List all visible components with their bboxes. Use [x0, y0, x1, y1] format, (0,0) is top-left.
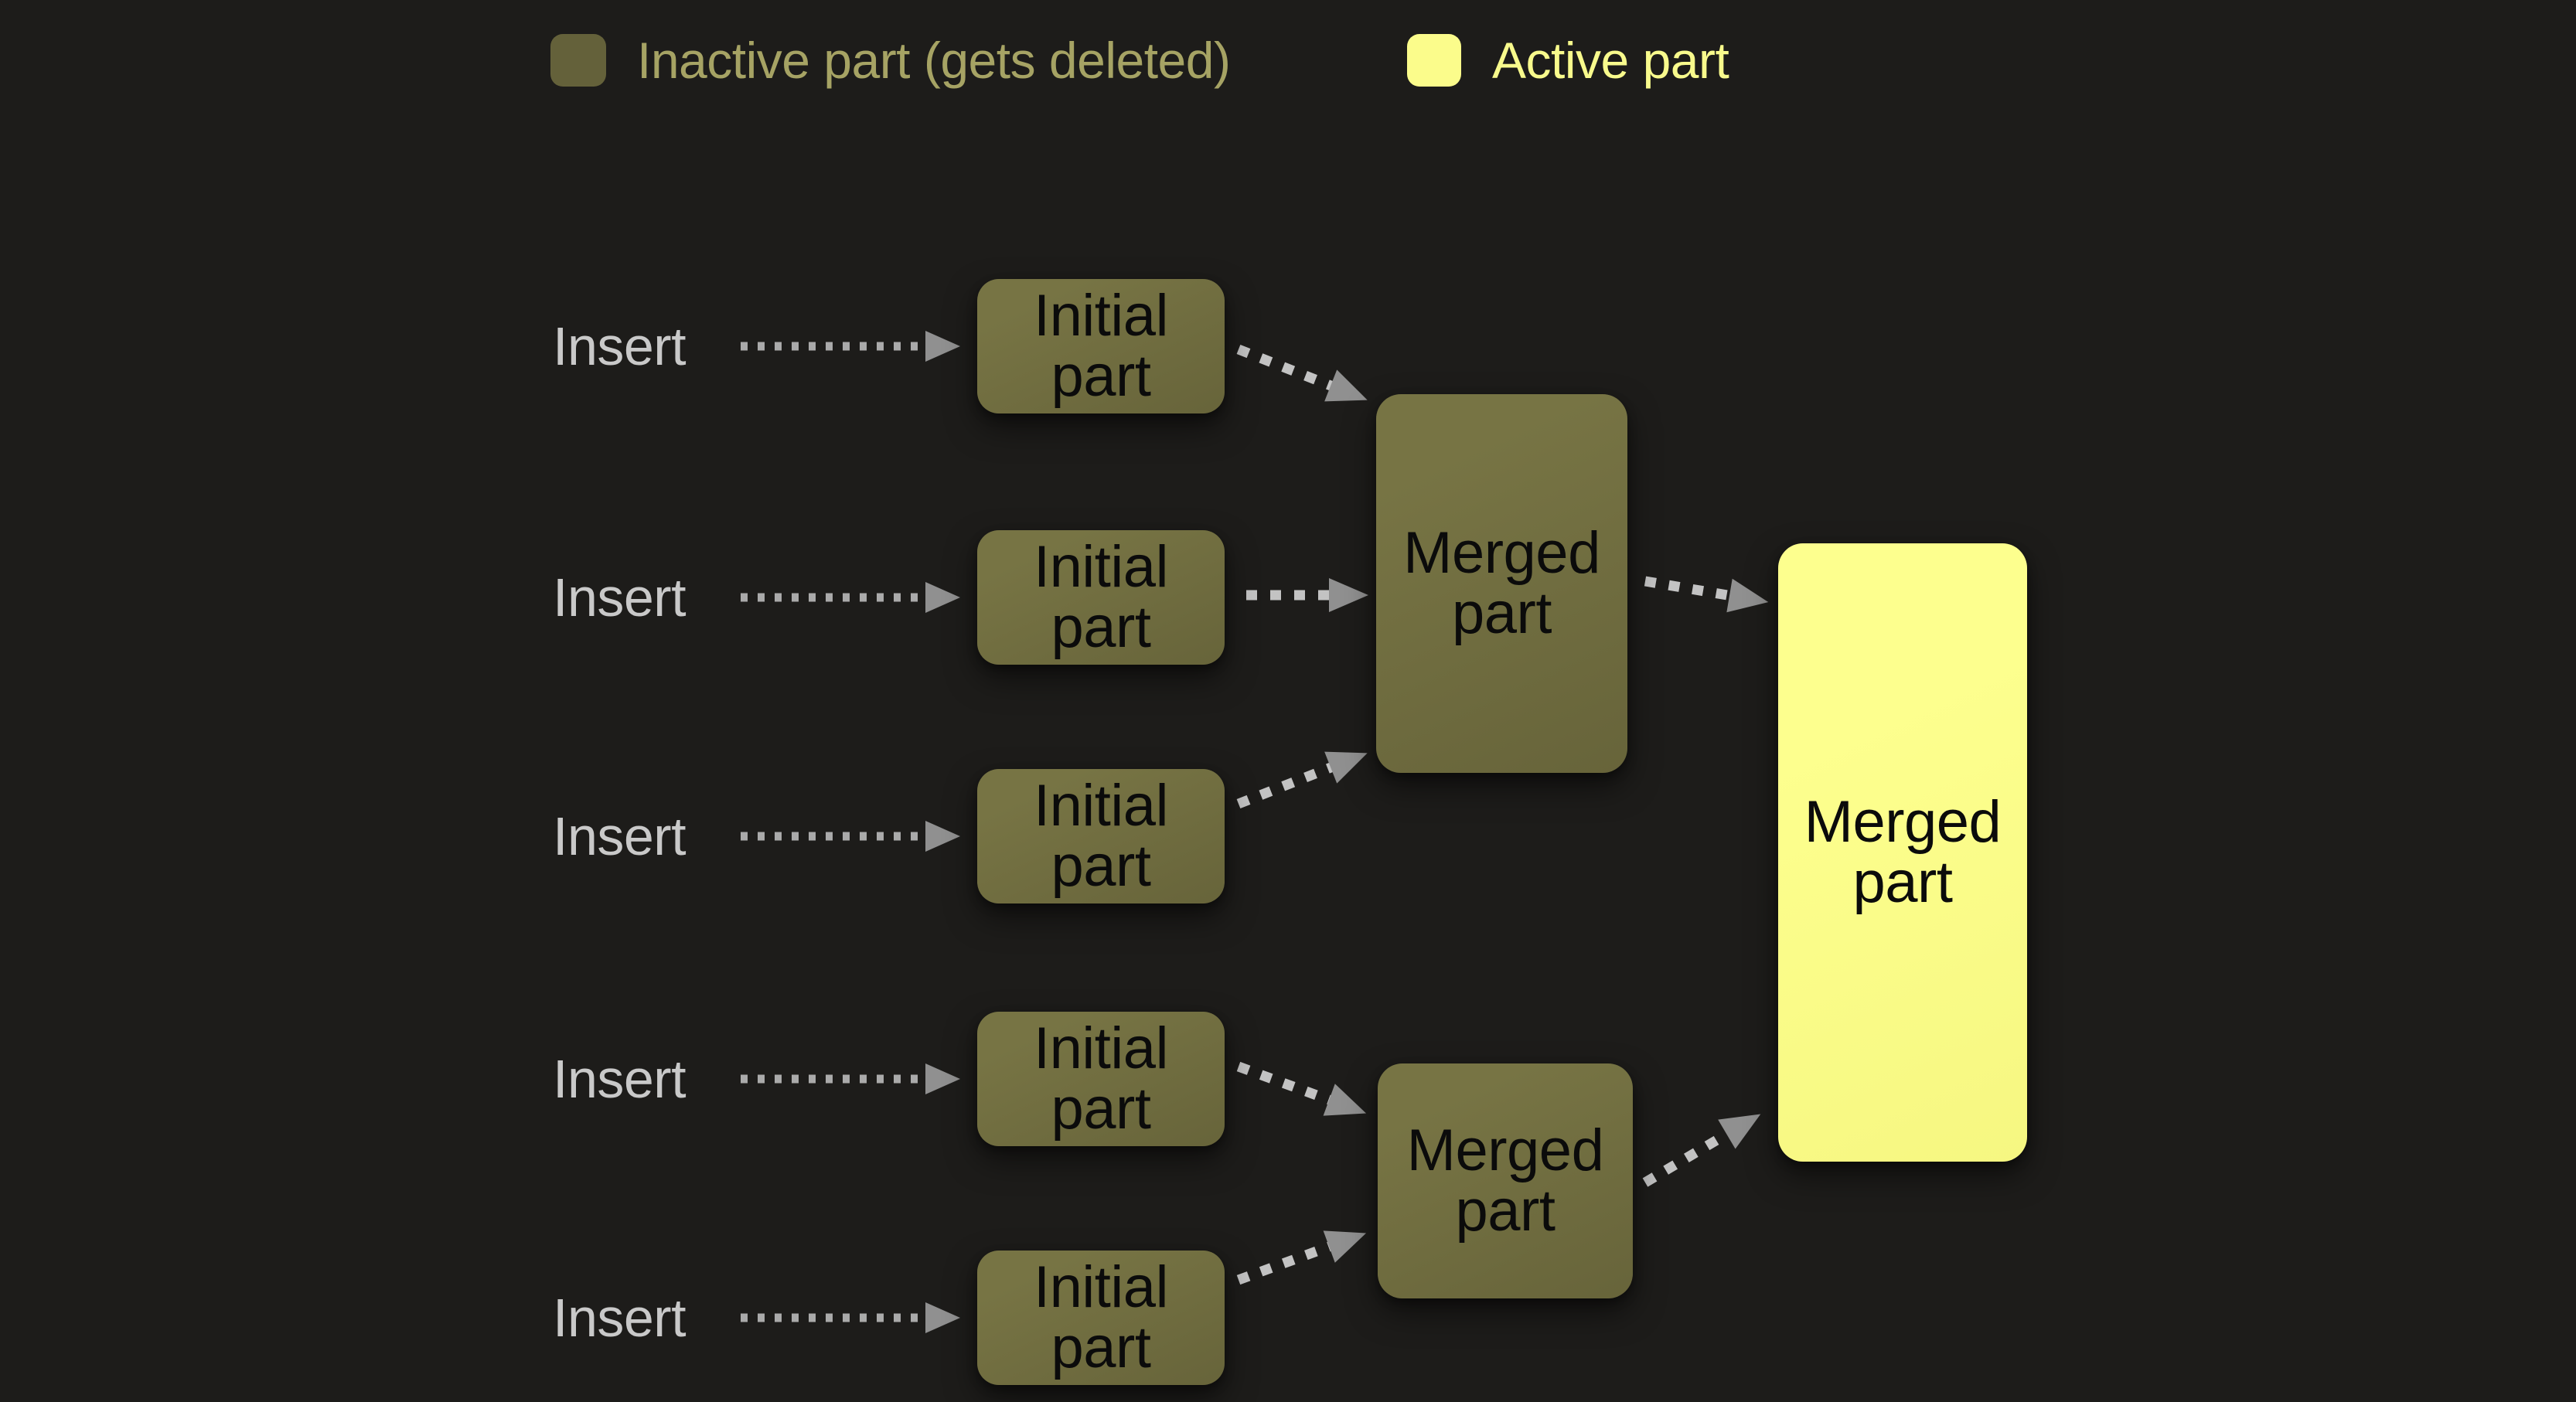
node-initial-part-3-label: Initial part	[1034, 773, 1168, 899]
dashed-arrow-initial5-merged2-icon	[1236, 1230, 1367, 1285]
insert-label-3: Insert	[553, 806, 687, 866]
node-initial-part-5: Initial part	[977, 1251, 1225, 1385]
node-initial-part-2-label: Initial part	[1034, 534, 1168, 660]
node-initial-part-3: Initial part	[977, 769, 1225, 903]
dashed-arrow-merged2-final-icon	[1642, 1114, 1761, 1187]
node-initial-part-4: Initial part	[977, 1012, 1225, 1146]
dashed-arrow-initial1-merged1-icon	[1236, 344, 1368, 402]
insert-label-4: Insert	[553, 1049, 687, 1109]
node-initial-part-1-label: Initial part	[1034, 283, 1168, 409]
node-merged-part-2-label: Merged part	[1406, 1118, 1604, 1244]
node-initial-part-1: Initial part	[977, 279, 1225, 413]
dashed-arrow-initial4-merged2-icon	[1236, 1061, 1367, 1116]
legend-active-label: Active part	[1492, 32, 1729, 89]
node-merged-part-final-label: Merged part	[1804, 789, 2002, 915]
insert-label-2: Insert	[553, 567, 687, 628]
node-initial-part-4-label: Initial part	[1034, 1016, 1168, 1142]
legend-active-swatch-icon	[1407, 34, 1461, 87]
legend-inactive-label: Inactive part (gets deleted)	[637, 32, 1231, 89]
legend-inactive-swatch-icon	[550, 34, 606, 87]
node-initial-part-5-label: Initial part	[1034, 1254, 1168, 1380]
node-merged-part-1: Merged part	[1376, 394, 1627, 773]
insert-label-5: Insert	[553, 1288, 687, 1348]
node-merged-part-2: Merged part	[1378, 1063, 1633, 1298]
node-merged-part-final: Merged part	[1778, 543, 2027, 1162]
dashed-arrow-merged1-final-icon	[1644, 576, 1769, 613]
node-initial-part-2: Initial part	[977, 530, 1225, 665]
node-merged-part-1-label: Merged part	[1403, 520, 1600, 646]
dashed-arrow-initial3-merged1-icon	[1236, 751, 1368, 809]
insert-label-1: Insert	[553, 316, 687, 376]
